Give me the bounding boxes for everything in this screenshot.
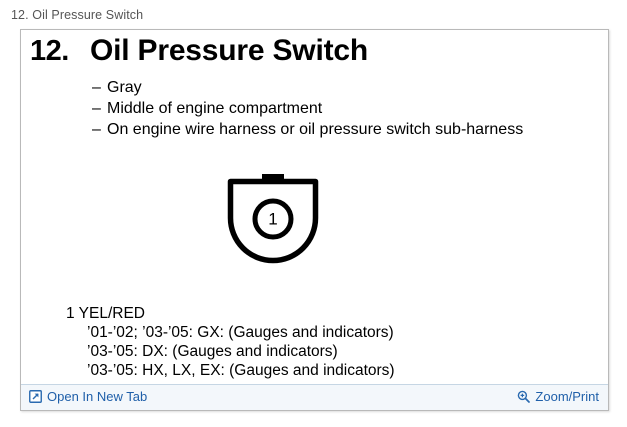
dash-marker: – <box>92 100 101 117</box>
list-item-label: Gray <box>107 79 142 96</box>
document-panel: 12. Oil Pressure Switch –Gray –Middle of… <box>20 29 609 411</box>
breadcrumb: 12. Oil Pressure Switch <box>11 8 144 22</box>
zoom-print-button[interactable]: Zoom/Print <box>516 389 599 404</box>
connector-shape-svg: 1 <box>227 174 319 264</box>
list-item: –Middle of engine compartment <box>92 98 602 119</box>
zoom-print-label: Zoom/Print <box>535 389 599 404</box>
attribute-list: –Gray –Middle of engine compartment –On … <box>92 77 602 140</box>
list-item: –On engine wire harness or oil pressure … <box>92 119 602 140</box>
legend-application-line: ’01-’02; ’03-’05: GX: (Gauges and indica… <box>87 324 394 341</box>
legend-application-line: ’03-’05: HX, LX, EX: (Gauges and indicat… <box>87 362 395 379</box>
list-item-label: Middle of engine compartment <box>107 100 323 117</box>
dash-marker: – <box>92 121 101 138</box>
legend-wire-color: YEL/RED <box>78 305 145 322</box>
open-in-new-tab-button[interactable]: Open In New Tab <box>28 389 147 404</box>
list-item-label: On engine wire harness or oil pressure s… <box>107 121 524 138</box>
legend-pin-number: 1 <box>66 305 75 322</box>
section-title: Oil Pressure Switch <box>90 34 368 67</box>
dash-marker: – <box>92 79 101 96</box>
section-number: 12. <box>30 35 69 67</box>
terminal-number-label: 1 <box>268 210 277 229</box>
list-item: –Gray <box>92 77 602 98</box>
connector-diagram: 1 <box>224 168 324 268</box>
terminal-cavity-1 <box>252 198 294 240</box>
magnifier-plus-icon <box>516 390 530 404</box>
legend-application-line: ’03-’05: DX: (Gauges and indicators) <box>87 343 338 360</box>
footer-toolbar: Open In New Tab Zoom/Print <box>21 384 608 410</box>
wire-legend: 1 YEL/RED ’01-’02; ’03-’05: GX: (Gauges … <box>66 304 586 380</box>
open-in-new-window-icon <box>28 390 42 404</box>
open-in-new-tab-label: Open In New Tab <box>47 389 148 404</box>
page-title: 12. Oil Pressure Switch <box>21 34 608 76</box>
legend-heading: 1 YEL/RED <box>66 304 586 323</box>
